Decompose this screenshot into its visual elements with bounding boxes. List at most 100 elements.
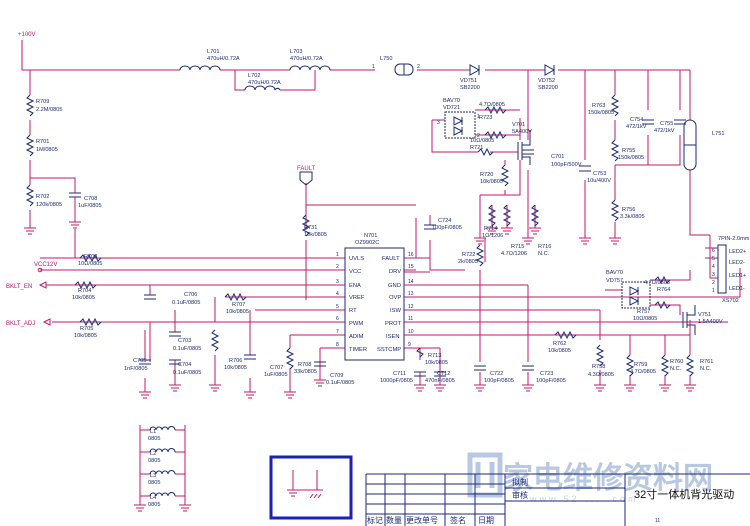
svg-text:R763: R763 xyxy=(592,103,605,109)
pin-num-1: 1 xyxy=(336,252,339,258)
net-fault: FAULT xyxy=(297,166,316,172)
ferrite-l750: L750 1 2 xyxy=(372,56,420,76)
inductor-l751: L751 xyxy=(683,119,724,171)
svg-text:L701: L701 xyxy=(207,49,219,55)
svg-text:V751: V751 xyxy=(698,312,711,318)
svg-text:0805: 0805 xyxy=(148,480,160,486)
svg-text:C712: C712 xyxy=(437,371,450,377)
title-col-qty: 数量 xyxy=(386,515,402,525)
pin-isen: ISEN xyxy=(386,334,400,340)
svg-text:VD752: VD752 xyxy=(538,78,555,84)
resistor-r714: R714 1Ω/1206 xyxy=(482,204,503,239)
resistor-r701: R701 1M/0805 xyxy=(25,134,58,157)
svg-text:100pF/500V: 100pF/500V xyxy=(551,162,582,168)
capacitor-c712: C712 470nF/0805 xyxy=(425,371,455,384)
svg-text:L2: L2 xyxy=(150,451,156,457)
pin-num-2: 2 xyxy=(336,264,339,270)
capacitor-c711: C711 1000pF/0805 xyxy=(380,371,426,384)
resistor-r713: R713 10k/0805 xyxy=(416,347,448,366)
pin-num-13: 13 xyxy=(408,291,414,297)
pin-uvls: UVLS xyxy=(349,256,364,262)
svg-text:R758: R758 xyxy=(592,364,605,370)
svg-text:C708: C708 xyxy=(84,196,97,202)
svg-text:家电维修资料网: 家电维修资料网 xyxy=(503,462,713,495)
svg-text:VD751: VD751 xyxy=(460,78,477,84)
svg-text:1uF/0805: 1uF/0805 xyxy=(78,203,102,209)
title-draw: 拟制 xyxy=(512,477,528,487)
svg-text:470uH/0.72A: 470uH/0.72A xyxy=(248,80,281,86)
resistor-r705: R705 10k/0805 xyxy=(74,317,102,339)
svg-text:N.C.: N.C. xyxy=(670,366,682,372)
inductor-l4: L4 0805 xyxy=(148,492,176,508)
svg-text:3.3k/0805: 3.3k/0805 xyxy=(620,214,645,220)
resistor-r720: R720 10k/0805 xyxy=(480,164,510,187)
svg-text:10k/0805: 10k/0805 xyxy=(74,333,97,339)
svg-text:10u/400V: 10u/400V xyxy=(587,178,611,184)
mosfet-v701: V701 5A400V xyxy=(512,122,532,165)
resistor-r707: R707 10k/0805 xyxy=(224,292,249,315)
pin-num-12: 12 xyxy=(408,304,414,310)
resistor-r759: R759 4.7Ω/0805 xyxy=(625,354,656,377)
diode-bav70-vd721: BAV70 VD721 3 1 2 xyxy=(437,98,480,139)
svg-text:VD721: VD721 xyxy=(443,105,460,111)
svg-text:R705: R705 xyxy=(80,326,93,332)
svg-text:C724: C724 xyxy=(438,218,451,224)
svg-text:L3: L3 xyxy=(150,473,156,479)
net-labels: +100V FAULT VCC12V BKLT_EN BKLT_ADJ xyxy=(6,32,316,327)
svg-text:4.7Ω/1206: 4.7Ω/1206 xyxy=(501,251,527,257)
capacitor-c755: C755 472/1kV xyxy=(654,119,686,134)
vcc-terminal xyxy=(37,267,43,273)
svg-text:R764: R764 xyxy=(657,287,670,293)
diode-bav70-vd757: BAV70 VD757 xyxy=(606,270,651,309)
resistor-r723: 4.7Ω/0805 R723 10Ω/0805 xyxy=(470,102,507,144)
resistor-r715: R715 4.7Ω/1206 xyxy=(501,204,527,257)
capacitor-c722: C722 100pF/0805 xyxy=(474,365,514,384)
svg-text:0.1uF/0805: 0.1uF/0805 xyxy=(173,346,201,352)
pin-fault: FAULT xyxy=(382,256,400,262)
pin-num-14: 14 xyxy=(408,279,414,285)
svg-text:R708: R708 xyxy=(298,362,311,368)
diode-vd751: VD751 SB2200 xyxy=(460,64,481,91)
pin-num-10: 10 xyxy=(408,329,414,335)
svg-text:470uH/0.72A: 470uH/0.72A xyxy=(290,56,323,62)
pin-rt: RT xyxy=(349,308,357,314)
svg-text:LED2-: LED2- xyxy=(729,260,745,266)
svg-text:L1: L1 xyxy=(150,429,156,435)
resistor-r760: R760 N.C. xyxy=(660,354,683,377)
pin-num-3: 3 xyxy=(336,279,339,285)
svg-text:5: 5 xyxy=(712,256,715,262)
svg-text:R756: R756 xyxy=(622,207,635,213)
svg-text:10k/0805: 10k/0805 xyxy=(304,232,327,238)
svg-text:C704: C704 xyxy=(178,362,191,368)
svg-text:472/1kV: 472/1kV xyxy=(626,124,647,130)
svg-text:472/1kV: 472/1kV xyxy=(654,128,675,134)
watermark: 家电维修资料网 www.52 ... .com xyxy=(467,452,713,504)
title-block: 拟制 审核 32寸一体机背光驱动 标记 数量 更改单号 签名 日期 11 xyxy=(365,473,750,526)
capacitor-c723: C723 100pF/0805 xyxy=(522,365,566,384)
svg-text:V701: V701 xyxy=(512,122,525,128)
svg-text:R720: R720 xyxy=(480,172,493,178)
svg-text:LED1-: LED1- xyxy=(729,286,745,292)
svg-text:150k/0805: 150k/0805 xyxy=(588,110,614,116)
svg-text:LED1+: LED1+ xyxy=(729,273,746,279)
resistor-r716: R716 N.C. xyxy=(530,204,551,257)
svg-text:10k/0805: 10k/0805 xyxy=(425,360,448,366)
svg-text:470uH/0.72A: 470uH/0.72A xyxy=(207,56,240,62)
resistor-r708: R708 33k/0805 xyxy=(285,347,317,375)
pin-pwm: PWM xyxy=(349,321,363,327)
pin-adim: ADIM xyxy=(349,334,364,340)
svg-text:10k/0805: 10k/0805 xyxy=(72,295,95,301)
svg-text:R706: R706 xyxy=(229,358,242,364)
pin-ovp: OVP xyxy=(389,295,401,301)
inductor-l702: L702 470uH/0.72A xyxy=(244,73,281,91)
svg-text:L751: L751 xyxy=(712,131,724,137)
pin-isw: ISW xyxy=(390,308,401,314)
svg-text:4.3Ω/0805: 4.3Ω/0805 xyxy=(588,372,614,378)
chip-ref: N701 xyxy=(364,233,377,239)
svg-text:R703: R703 xyxy=(84,254,97,260)
svg-text:6: 6 xyxy=(712,248,715,254)
svg-text:0805: 0805 xyxy=(148,502,160,508)
svg-text:R762: R762 xyxy=(553,341,566,347)
svg-text:R704: R704 xyxy=(78,288,91,294)
svg-text:3: 3 xyxy=(712,272,715,278)
